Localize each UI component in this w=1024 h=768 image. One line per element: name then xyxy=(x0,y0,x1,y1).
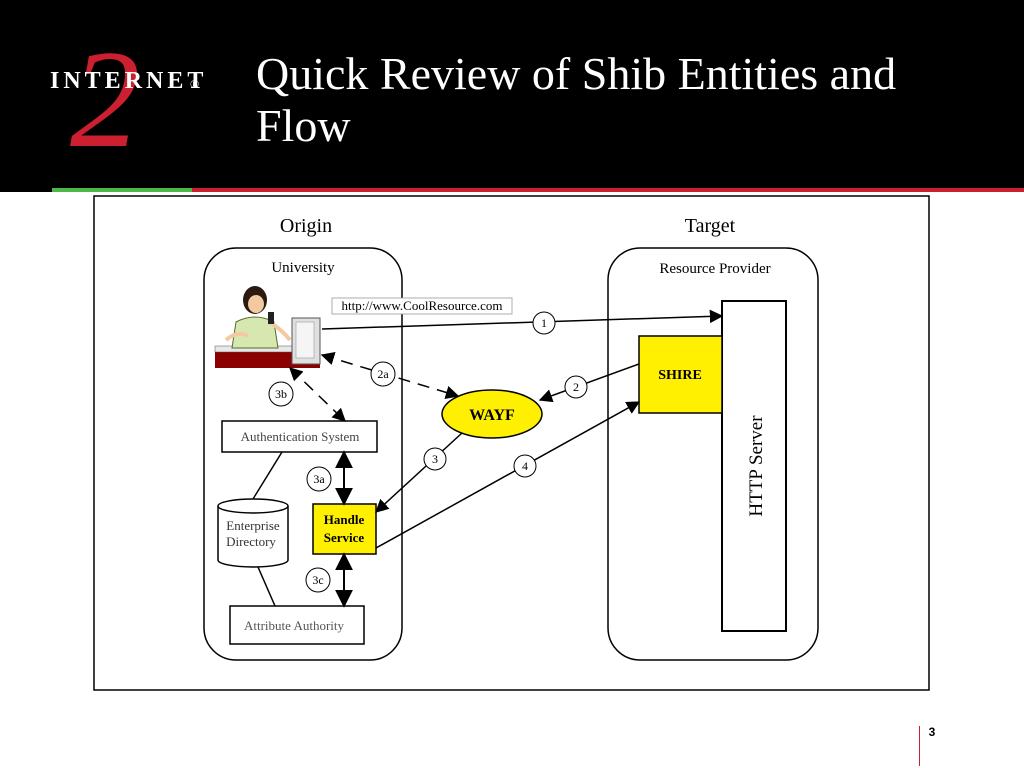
handle-service-label-1: Handle xyxy=(324,512,365,527)
handle-service-box xyxy=(312,503,377,555)
step-bubble-3: 3 xyxy=(423,447,447,471)
logo-registered-mark: ® xyxy=(190,77,199,91)
slide-title: Quick Review of Shib Entities and Flow xyxy=(256,48,897,151)
authentication-system-label: Authentication System xyxy=(241,429,360,444)
target-label: Target xyxy=(685,215,736,237)
handle-service-label-2: Service xyxy=(324,530,365,545)
shire-label: SHIRE xyxy=(658,368,702,383)
logo-text: INTERNET xyxy=(50,68,207,94)
arrow-4 xyxy=(375,401,641,549)
arrow-3 xyxy=(375,432,463,513)
step-bubble-3a: 3a xyxy=(306,466,332,492)
step-label-3b: 3b xyxy=(275,387,287,401)
step-label-3c: 3c xyxy=(312,573,323,587)
url-label-box xyxy=(331,297,513,315)
origin-container xyxy=(203,247,403,661)
attribute-authority-box xyxy=(229,605,365,645)
step-bubble-4: 4 xyxy=(513,454,537,478)
wayf-ellipse xyxy=(441,389,543,439)
directory-to-attribute-line xyxy=(257,566,276,607)
step-label-2: 2 xyxy=(573,380,579,394)
step-bubble-3c: 3c xyxy=(305,567,331,593)
footer-divider xyxy=(919,726,920,766)
header-bar xyxy=(0,0,1024,192)
page-number: 3 xyxy=(928,725,936,739)
http-server-box xyxy=(721,300,787,632)
enterprise-directory-cylinder xyxy=(217,498,289,568)
step-label-3a: 3a xyxy=(313,472,325,486)
step-bubble-1: 1 xyxy=(532,311,556,335)
enterprise-directory-label-2: Directory xyxy=(226,534,276,549)
attribute-authority-label: Attribute Authority xyxy=(244,618,345,633)
step-label-1: 1 xyxy=(541,316,547,330)
university-label: University xyxy=(271,260,335,276)
step-bubble-3b: 3b xyxy=(268,381,294,407)
arrow-2 xyxy=(538,363,640,403)
target-container xyxy=(607,247,819,661)
http-server-label: HTTP Server xyxy=(746,415,767,517)
step-label-4: 4 xyxy=(522,459,528,473)
arrow-1 xyxy=(321,309,724,330)
step-bubble-2a: 2a xyxy=(370,361,396,387)
step-bubble-2: 2 xyxy=(564,375,588,399)
step-label-3: 3 xyxy=(432,452,438,466)
enterprise-directory-label-1: Enterprise xyxy=(226,518,280,533)
auth-to-directory-line xyxy=(252,451,283,500)
user-at-computer-icon xyxy=(214,286,321,368)
arrow-3b xyxy=(289,367,346,422)
diagram-frame xyxy=(93,195,930,691)
wayf-label: WAYF xyxy=(469,407,515,424)
origin-label: Origin xyxy=(280,215,332,237)
shire-box xyxy=(638,335,723,414)
internet2-logo: 2 INTERNET ® xyxy=(50,36,207,156)
resource-provider-label: Resource Provider xyxy=(659,261,770,277)
header-rule-red xyxy=(192,188,1024,192)
header-rule-green xyxy=(52,188,192,192)
step-label-2a: 2a xyxy=(377,367,389,381)
logo-numeral: 2 xyxy=(70,36,140,156)
url-label: http://www.CoolResource.com xyxy=(342,298,503,313)
